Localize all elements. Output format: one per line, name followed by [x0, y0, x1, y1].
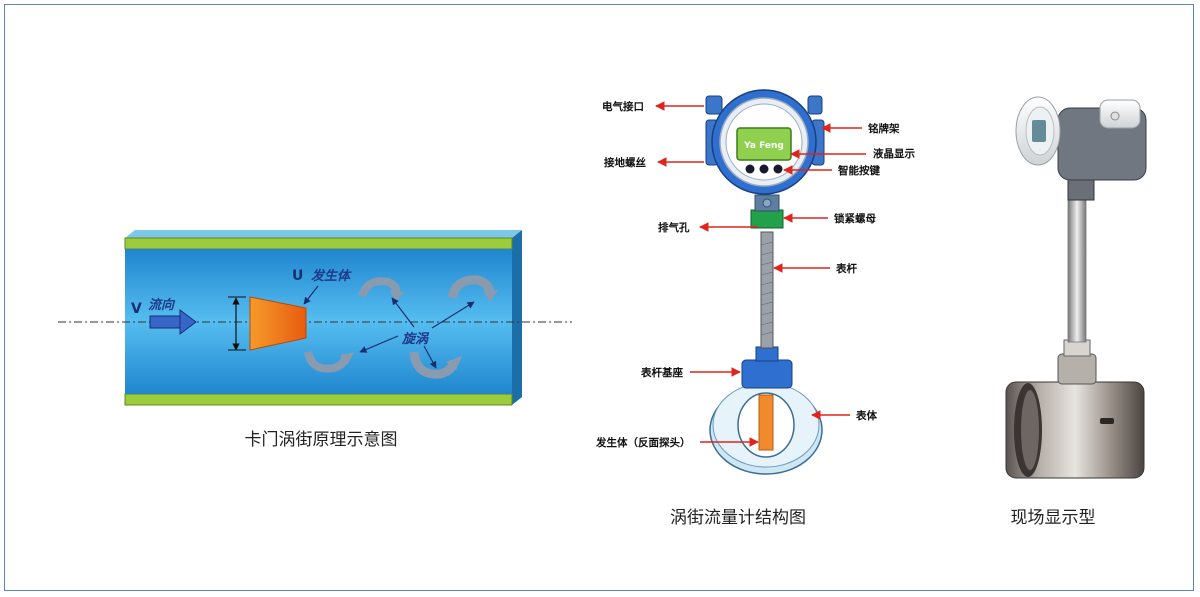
pipe-top-wall	[124, 237, 513, 250]
generator-label: 发生体	[311, 268, 352, 284]
svg-text:排气孔: 排气孔	[658, 221, 690, 234]
button-icon	[773, 164, 783, 174]
photo-caption: 现场显示型	[1011, 508, 1096, 528]
callout-generator: 发生体（反面探头）	[595, 436, 759, 449]
lock-nut	[750, 209, 784, 229]
svg-text:表体: 表体	[855, 409, 877, 422]
svg-text:铭牌架: 铭牌架	[868, 122, 900, 135]
bluff-body	[249, 296, 307, 351]
pipe-bottom-wall	[124, 393, 513, 406]
pipe-top-face	[125, 230, 522, 238]
svg-text:智能按键: 智能按键	[837, 164, 880, 177]
pipe-side-face	[512, 230, 522, 405]
vortex-label: 旋涡	[401, 331, 430, 347]
vortex-icon	[447, 275, 498, 302]
svg-text:液晶显示: 液晶显示	[873, 147, 915, 160]
callout-body: 表体	[811, 409, 877, 422]
meter-body	[709, 382, 823, 475]
callout-rod-base: 表杆基座	[640, 366, 741, 379]
generator-probe	[758, 394, 774, 451]
svg-text:表杆基座: 表杆基座	[640, 366, 683, 379]
v-label: V	[131, 301, 142, 317]
u-label: U	[292, 268, 303, 284]
structure-caption: 涡街流量计结构图	[670, 508, 806, 528]
svg-text:锁紧螺母: 锁紧螺母	[834, 212, 876, 225]
vortex-icon	[304, 350, 354, 373]
callout-rod: 表杆	[773, 262, 857, 275]
button-icon	[759, 164, 769, 174]
svg-text:发生体（反面探头）: 发生体（反面探头）	[595, 436, 691, 449]
svg-text:表杆: 表杆	[835, 262, 857, 275]
vortex-icon	[358, 277, 404, 302]
transmitter-housing: Ya Feng	[705, 89, 825, 195]
lcd-display-text: Ya Feng	[743, 141, 784, 151]
callout-electrical: 电气接口	[602, 100, 704, 113]
meter-rod	[760, 231, 774, 349]
flow-direction-label: 流向	[148, 297, 176, 313]
principle-caption: 卡门涡街原理示意图	[245, 430, 398, 450]
lcd-screen	[736, 127, 792, 161]
callout-nameplate: 铭牌架	[821, 122, 900, 135]
photo-rod	[1067, 197, 1087, 343]
svg-text:电气接口: 电气接口	[602, 100, 644, 113]
rod-base	[741, 359, 793, 389]
structure-panel: Ya Feng 电气接口 铭牌架 液晶显示 接地螺丝 智能按键 锁紧螺母	[595, 89, 915, 528]
flow-arrow-icon	[149, 309, 197, 335]
callout-smart-buttons: 智能按键	[783, 164, 880, 177]
callout-ground-screw: 接地螺丝	[604, 156, 704, 169]
callout-vent: 排气孔	[658, 221, 758, 234]
callout-lock-nut: 锁紧螺母	[783, 212, 876, 225]
vortex-icon	[409, 351, 462, 379]
principle-panel: V 流向 U 发生体 旋涡 卡门涡街原	[58, 230, 572, 450]
product-photo: 现场显示型	[1005, 96, 1147, 528]
button-icon	[745, 164, 755, 174]
callout-lcd: 液晶显示	[790, 147, 915, 160]
rod-thread	[760, 241, 774, 336]
svg-text:接地螺丝: 接地螺丝	[604, 156, 646, 169]
outer-frame	[4, 4, 1194, 591]
